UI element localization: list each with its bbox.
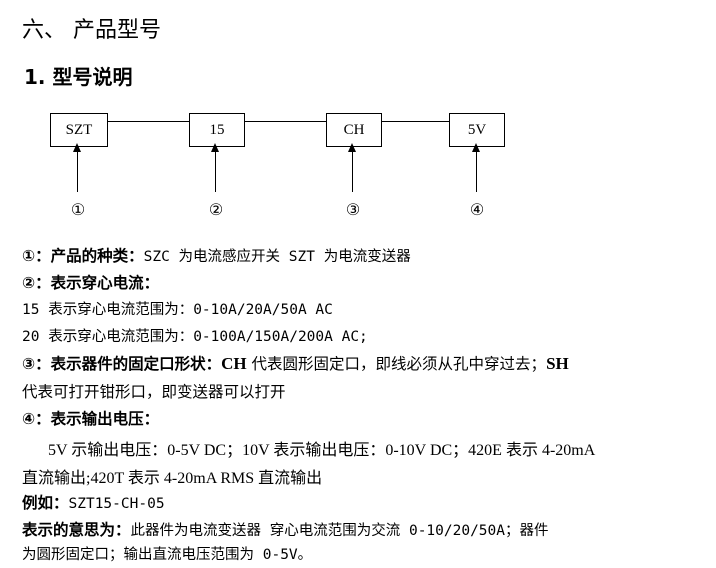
code-sh: SH xyxy=(546,354,569,373)
line-text: 此器件为电流变送器 穿心电流范围为交流 0-10/20/50A；器件 xyxy=(130,523,549,539)
line-example: 例如：SZT15-CH-05 xyxy=(22,491,165,513)
section-title: 六、 产品型号 xyxy=(22,18,161,43)
line-text: SZC 为电流感应开关 SZT 为电流变送器 xyxy=(143,249,411,265)
example-code: SZT15-CH-05 xyxy=(68,496,165,512)
connector-line xyxy=(244,121,326,122)
subsection-title: 1. 型号说明 xyxy=(24,65,133,89)
line-meaning-cont: 为圆形固定口；输出直流电压范围为 0-5V。 xyxy=(22,547,313,563)
arrow-shaft xyxy=(476,146,477,192)
line-label: ③：表示器件的固定口形状： xyxy=(22,355,222,373)
connector-line xyxy=(381,121,449,122)
line-current-heading: ②：表示穿心电流： xyxy=(22,271,159,293)
marker-2: ② xyxy=(208,200,224,219)
arrow-shaft xyxy=(77,146,78,192)
line-shape-cont: 代表可打开钳形口，即变送器可以打开 xyxy=(22,383,286,401)
model-box-voltage: 5V xyxy=(449,113,505,147)
line-meaning: 表示的意思为：此器件为电流变送器 穿心电流范围为交流 0-10/20/50A；器… xyxy=(22,518,549,540)
line-label: ②：表示穿心电流： xyxy=(22,274,160,292)
model-box-current: 15 xyxy=(189,113,245,147)
line-label: 表示的意思为： xyxy=(22,521,131,539)
line-current-15: 15 表示穿心电流范围为：0-10A/20A/50A AC xyxy=(22,302,333,318)
line-product-type: ①：产品的种类：SZC 为电流感应开关 SZT 为电流变送器 xyxy=(22,244,411,266)
model-box-series: SZT xyxy=(50,113,108,147)
line-text: 代表圆形固定口，即线必须从孔中穿过去； xyxy=(246,355,547,373)
arrow-shaft xyxy=(352,146,353,192)
line-voltage-desc-cont: 直流输出;420T 表示 4-20mA RMS 直流输出 xyxy=(22,470,323,487)
line-label: 例如： xyxy=(22,494,69,512)
line-voltage-heading: ④：表示输出电压： xyxy=(22,407,159,429)
arrow-head-icon xyxy=(211,143,219,152)
line-label: ①：产品的种类： xyxy=(22,247,144,265)
marker-1: ① xyxy=(70,200,86,219)
line-voltage-desc: 5V 示输出电压：0-5V DC；10V 表示输出电压：0-10V DC；420… xyxy=(48,442,596,459)
arrow-head-icon xyxy=(73,143,81,152)
marker-4: ④ xyxy=(469,200,485,219)
line-current-20: 20 表示穿心电流范围为：0-100A/150A/200A AC; xyxy=(22,329,368,345)
arrow-head-icon xyxy=(472,143,480,152)
line-label: ④：表示输出电压： xyxy=(22,410,160,428)
arrow-shaft xyxy=(215,146,216,192)
connector-line xyxy=(107,121,189,122)
marker-3: ③ xyxy=(345,200,361,219)
line-shape: ③：表示器件的固定口形状：CH 代表圆形固定口，即线必须从孔中穿过去；SH xyxy=(22,352,569,374)
code-ch: CH xyxy=(221,354,247,373)
model-box-shape: CH xyxy=(326,113,382,147)
arrow-head-icon xyxy=(348,143,356,152)
